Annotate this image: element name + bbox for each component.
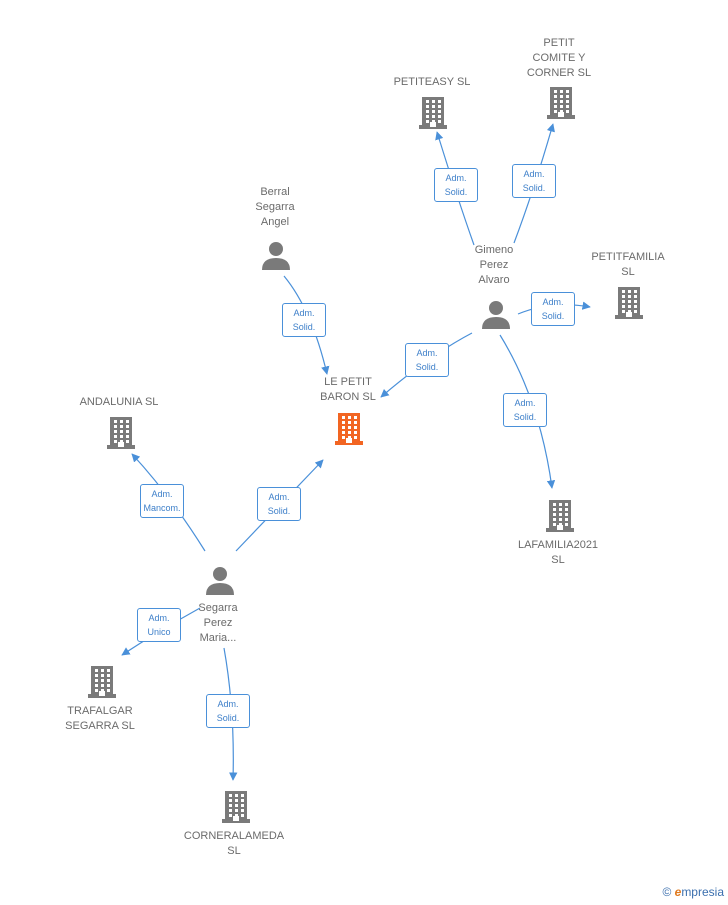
brand-initial: e [674, 885, 682, 899]
edge-label-gimeno-to-petitfamilia[interactable]: Adm. Solid. [531, 292, 575, 326]
building-icon-andalunia[interactable] [107, 415, 135, 454]
building-icon-le-petit-baron[interactable] [335, 411, 363, 450]
building-icon-trafalgar[interactable] [88, 664, 116, 703]
node-label-gimeno[interactable]: Gimeno Perez Alvaro [474, 244, 514, 286]
edge-label-berral-to-le-petit-baron[interactable]: Adm. Solid. [282, 303, 326, 337]
person-icon-segarra[interactable] [205, 565, 235, 600]
edge-label-segarra-to-corneralameda[interactable]: Adm. Solid. [206, 694, 250, 728]
node-label-petitfamilia[interactable]: PETITFAMILIA SL [591, 251, 665, 278]
edge-label-gimeno-to-lafamilia[interactable]: Adm. Solid. [503, 393, 547, 427]
node-label-lafamilia[interactable]: LAFAMILIA2021 SL [517, 539, 599, 566]
node-label-petit-comite[interactable]: PETIT COMITE Y CORNER SL [526, 37, 592, 79]
building-icon-petitfamilia[interactable] [615, 285, 643, 324]
node-label-segarra[interactable]: Segarra Perez Maria... [198, 602, 238, 644]
edge-label-segarra-to-trafalgar[interactable]: Adm. Unico [137, 608, 181, 642]
node-label-berral[interactable]: Berral Segarra Angel [255, 186, 295, 228]
brand-name: mpresia [681, 885, 724, 899]
copyright-symbol: © [662, 885, 672, 899]
edge-label-gimeno-to-le-petit-baron[interactable]: Adm. Solid. [405, 343, 449, 377]
building-icon-petiteasy[interactable] [419, 95, 447, 134]
node-label-trafalgar[interactable]: TRAFALGAR SEGARRA SL [65, 705, 135, 732]
node-label-andalunia[interactable]: ANDALUNIA SL [79, 396, 159, 408]
edge-label-gimeno-to-petit-comite[interactable]: Adm. Solid. [512, 164, 556, 198]
edge-label-gimeno-to-petiteasy[interactable]: Adm. Solid. [434, 168, 478, 202]
building-icon-corneralameda[interactable] [222, 789, 250, 828]
edge-label-segarra-to-andalunia[interactable]: Adm. Mancom. [140, 484, 184, 518]
node-label-le-petit-baron[interactable]: LE PETIT BARON SL [320, 376, 376, 403]
person-icon-gimeno[interactable] [481, 299, 511, 334]
footer-brand[interactable]: © empresia [662, 885, 724, 899]
edge-label-segarra-to-le-petit-baron[interactable]: Adm. Solid. [257, 487, 301, 521]
person-icon-berral[interactable] [261, 240, 291, 275]
building-icon-petit-comite[interactable] [547, 85, 575, 124]
building-icon-lafamilia[interactable] [546, 498, 574, 537]
node-label-petiteasy[interactable]: PETITEASY SL [393, 76, 471, 88]
node-label-corneralameda[interactable]: CORNERALAMEDA SL [183, 830, 285, 857]
